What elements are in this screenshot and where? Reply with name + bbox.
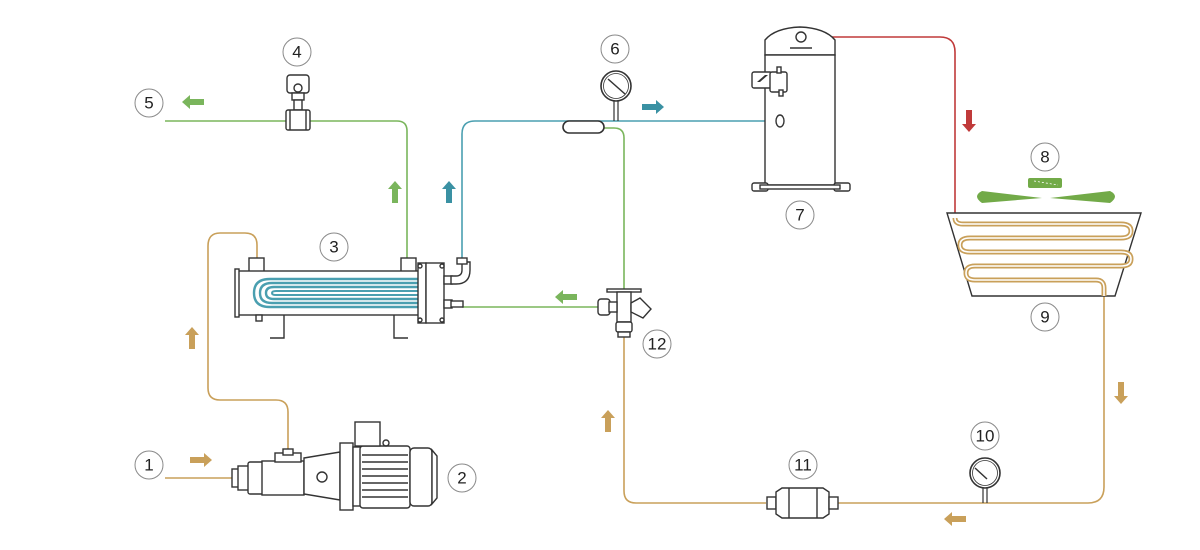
pipe-pump-to-exchanger <box>207 232 289 455</box>
arrow-left-icon <box>182 95 204 109</box>
arrow-down-icon <box>1114 382 1128 404</box>
label-1[interactable]: 1 <box>134 450 164 480</box>
compressor-icon <box>751 26 851 192</box>
pump-icon <box>231 421 438 511</box>
label-3[interactable]: 3 <box>319 232 349 262</box>
arrow-left-icon <box>555 290 577 304</box>
label-5[interactable]: 5 <box>134 88 164 118</box>
svg-text:4: 4 <box>292 43 301 62</box>
svg-text:6: 6 <box>610 40 619 59</box>
flow-arrows <box>182 95 1128 526</box>
pipes <box>165 36 1105 504</box>
arrow-up-icon <box>442 181 456 203</box>
pressure-gauge-icon <box>562 70 632 134</box>
valve-icon <box>285 74 311 131</box>
label-6[interactable]: 6 <box>600 34 630 64</box>
label-12[interactable]: 12 <box>642 329 672 359</box>
label-8[interactable]: 8 <box>1030 142 1060 172</box>
arrow-up-icon <box>185 327 199 349</box>
pipe-liquid-to-valve <box>623 335 766 504</box>
svg-text:1: 1 <box>144 456 153 475</box>
component-labels: 1 2 3 4 5 6 7 8 9 10 11 12 <box>134 34 1060 493</box>
pipe-discharge <box>802 36 956 218</box>
svg-text:9: 9 <box>1040 308 1049 327</box>
heat-exchanger-icon <box>234 257 471 339</box>
arrow-up-icon <box>601 410 615 432</box>
sensing-bulb-icon <box>562 120 605 134</box>
expansion-valve-icon <box>597 288 652 338</box>
condenser-icon <box>946 212 1142 297</box>
svg-text:10: 10 <box>976 427 995 446</box>
arrow-right-icon <box>642 100 664 114</box>
svg-text:12: 12 <box>648 335 667 354</box>
pipe-water-outlet <box>165 120 408 258</box>
svg-text:5: 5 <box>144 94 153 113</box>
label-9[interactable]: 9 <box>1030 302 1060 332</box>
label-7[interactable]: 7 <box>785 200 815 230</box>
svg-text:11: 11 <box>794 456 812 475</box>
label-10[interactable]: 10 <box>970 421 1000 451</box>
pipe-suction <box>461 120 780 260</box>
svg-text:2: 2 <box>457 469 466 488</box>
svg-text:8: 8 <box>1040 148 1049 167</box>
arrow-down-icon <box>962 110 976 132</box>
label-2[interactable]: 2 <box>447 463 477 493</box>
pipe-sensing-bulb <box>604 127 625 290</box>
fan-icon <box>977 178 1115 203</box>
arrow-left-icon <box>944 512 966 526</box>
svg-text:7: 7 <box>795 206 804 225</box>
pipe-liquid-return <box>806 290 1105 504</box>
svg-text:3: 3 <box>329 238 338 257</box>
pressure-gauge-icon <box>969 457 1001 503</box>
arrow-up-icon <box>388 181 402 203</box>
arrow-right-icon <box>190 453 212 467</box>
filter-drier-icon <box>766 487 839 519</box>
label-11[interactable]: 11 <box>788 450 818 480</box>
label-4[interactable]: 4 <box>282 37 312 67</box>
